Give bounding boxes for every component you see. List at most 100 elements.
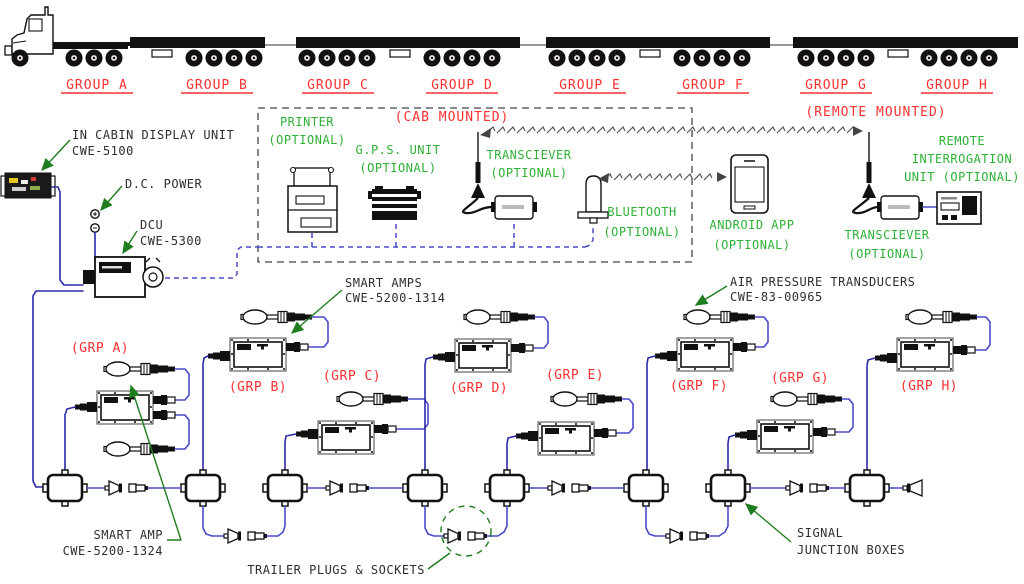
in-cabin-display-label-line2: CWE-5100 [72,144,134,158]
wire-dcu-to-optional-bus [165,246,258,279]
junction-box-c [261,468,309,508]
air-transducers-label-line2: CWE-83-00965 [730,290,823,304]
grp-labels: (GRP A) (GRP B) (GRP C) (GRP D) (GRP E) … [71,341,958,396]
android-app-optional-label: (OPTIONAL) [713,238,790,252]
air-transducer-h [905,309,978,325]
remote-mounted-label: (REMOTE MOUNTED) [805,105,946,120]
air-transducer-e [550,391,623,407]
trailer-plugs-highlight-circle [440,505,492,557]
in-cabin-display-device [0,172,56,199]
dcu-label-line1: DCU [140,218,163,232]
remote-antenna-icon [861,131,877,199]
amp-junction-wires [64,355,876,471]
leader-smart-amp-single [129,384,182,541]
leader-dc-power [100,185,123,212]
bluetooth-label: BLUETOOTH [607,205,677,219]
smart-amp-group-b [208,309,329,372]
group-e-label: GROUP E [559,78,621,93]
grp-e-label: (GRP E) [546,368,604,383]
cab-mounted-label: (CAB MOUNTED) [395,110,510,125]
wire-dcu-to-junction-a [32,290,84,488]
air-transducer-f [683,309,756,325]
leader-trailer-plugs [427,552,451,570]
dcu-device [83,256,164,298]
cab-transceiver-device [461,131,538,220]
in-cabin-display-label-line1: IN CABIN DISPLAY UNIT [72,128,234,142]
remote-interrogation-unit-device [936,191,982,225]
bluetooth-optional-label: (OPTIONAL) [603,225,680,239]
riu-label-line1: REMOTE [939,134,985,148]
road-train-illustration: GROUP A GROUP B GROUP C GROUP D GROUP E … [4,6,1018,94]
group-h-label: GROUP H [926,78,988,93]
junction-box-f [622,468,670,508]
bluetooth-dongle-device [577,175,609,224]
dc-power-label: D.C. POWER [125,177,203,191]
android-phone-device [730,154,769,214]
air-transducer-a1 [103,361,176,377]
wireless-arrow-right-icon [853,126,863,136]
printer-label: PRINTER [280,115,334,129]
group-b-label: GROUP B [186,78,248,93]
smart-amp-group-c [296,391,429,455]
riu-label: REMOTE INTERROGATION UNIT (OPTIONAL) [904,134,1020,184]
gps-label: G.P.S. UNIT [356,143,441,157]
junction-box-h [843,468,891,508]
grp-g-label: (GRP G) [771,371,829,386]
trailer-decks [88,37,1018,58]
leader-display-unit [41,139,71,172]
wireless-link-cab-to-remote [486,125,856,134]
air-transducer-c [336,391,409,407]
grp-d-label: (GRP D) [450,381,508,396]
trailer-plug-pair-cd [325,480,370,496]
trailer-plugs-label: TRAILER PLUGS & SOCKETS [247,563,425,577]
remote-transceiver-label: TRANSCIEVER [845,228,930,242]
smart-amp-group-g [735,391,854,454]
riu-label-line3: UNIT (OPTIONAL) [904,170,1020,184]
phone-arrow-icon [717,172,727,182]
wireless-link-bluetooth-to-phone [603,172,713,181]
grp-h-label: (GRP H) [900,379,958,394]
smart-amp-group-h [875,309,991,372]
junction-boxes-label-line2: JUNCTION BOXES [797,543,905,557]
air-transducer-a2 [103,441,176,457]
air-transducers-label-line1: AIR PRESSURE TRANSDUCERS [730,275,915,289]
printer-optional-label: (OPTIONAL) [268,133,345,147]
smart-amp-group-d [433,309,549,373]
smart-amps-label-line2: CWE-5200-1314 [345,291,445,305]
group-c-label: GROUP C [307,78,369,93]
smart-amp-single-label-line2: CWE-5200-1324 [63,544,163,558]
smart-amp-group-a [75,361,190,457]
trailer-plug-pair-ef [547,480,592,496]
leader-air-transducers [694,285,728,306]
group-f-label: GROUP F [682,78,744,93]
cab-transceiver-optional-label: (OPTIONAL) [490,166,567,180]
trailer-plug-pair-fg [665,528,710,544]
trailer-plug-pair-gh [785,480,830,496]
trailer-plug-end [902,479,923,497]
junction-box-a [41,468,89,508]
cab-antenna-icon [470,131,486,199]
junction-box-d [401,468,449,508]
air-transducer-b [240,309,313,325]
smart-amp-group-f [655,309,769,372]
axle-group-labels: GROUP A GROUP B GROUP C GROUP D GROUP E … [61,78,993,94]
remote-transceiver-optional-label: (OPTIONAL) [848,247,925,261]
android-app-label: ANDROID APP [710,218,795,232]
wireless-arrow-left-icon [480,128,491,138]
cab-transceiver-label: TRANSCIEVER [487,148,572,162]
grp-b-label: (GRP B) [229,380,287,395]
leader-junction-boxes [744,503,792,543]
grp-a-label: (GRP A) [71,341,129,356]
trailer-plug-pair-bc [223,528,268,544]
trailer-plug-pair-de [443,528,488,544]
grp-f-label: (GRP F) [670,379,728,394]
air-transducer-g [770,391,843,407]
dcu-label-line2: CWE-5300 [140,234,202,248]
smart-amp-group-e [516,391,634,456]
group-d-label: GROUP D [431,78,493,93]
wire-bluetooth-drop [584,225,594,248]
optional-equipment-boundary [257,107,693,263]
junction-box-b [179,468,227,508]
group-a-label: GROUP A [66,78,128,93]
